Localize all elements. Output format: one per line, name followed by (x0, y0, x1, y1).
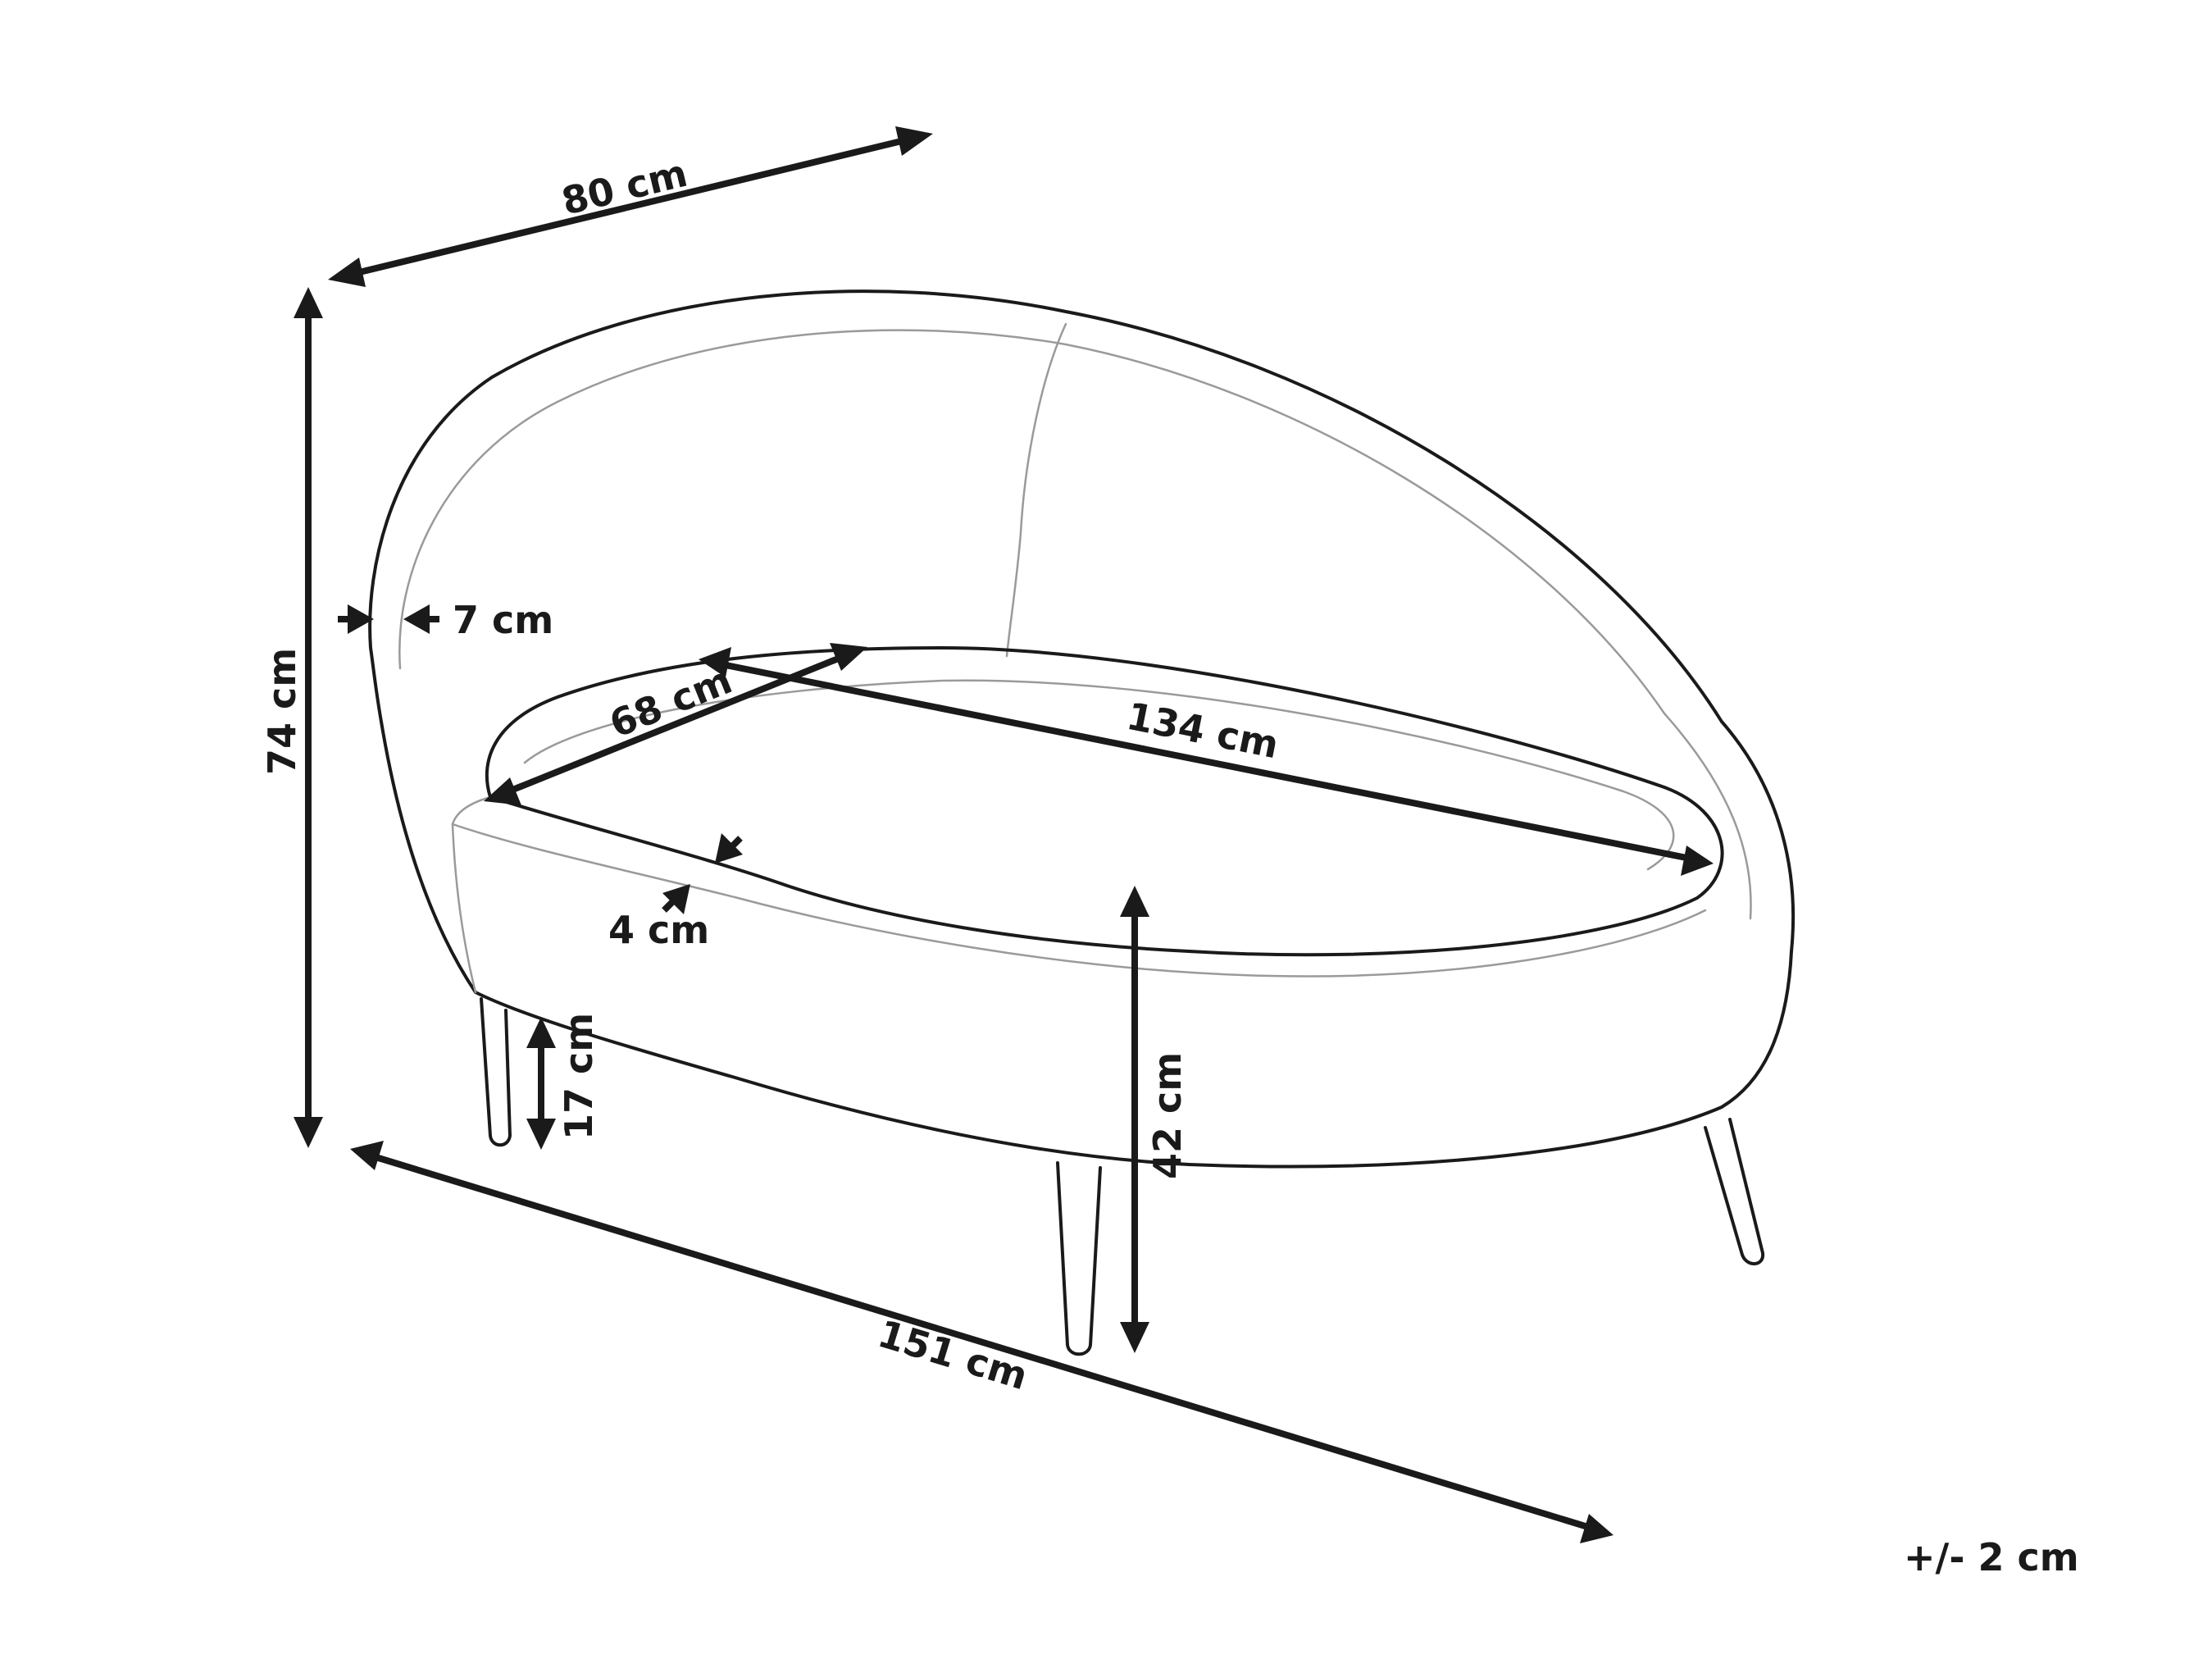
base-left-curve (451, 795, 492, 826)
label-width: 151 cm (873, 1311, 1033, 1398)
seat-cushion (485, 646, 1724, 957)
dim-seat-height-arrow (1120, 886, 1149, 1353)
leg-back-right (1704, 1118, 1765, 1265)
dim-back-thickness-arrows (338, 604, 439, 634)
base-side-seam (451, 823, 477, 994)
dim-seat-width-arrow (699, 647, 1714, 876)
label-seat-edge: 4 cm (608, 908, 709, 952)
label-seat-width: 134 cm (1123, 694, 1282, 768)
label-seat-height: 42 cm (1145, 1052, 1190, 1179)
dim-seat-edge-arrows (662, 833, 743, 914)
dim-depth-arrow (328, 126, 933, 287)
leg-front (1056, 1161, 1102, 1356)
dim-height-arrow (294, 287, 323, 1148)
sofa-outline (368, 289, 1796, 1169)
label-back-thickness: 7 cm (453, 598, 553, 642)
label-leg-height: 17 cm (557, 1013, 601, 1140)
dim-leg-height-arrow (526, 1017, 556, 1150)
label-seat-depth: 68 cm (603, 658, 738, 746)
seat-inner-seam (523, 679, 1675, 871)
label-depth: 80 cm (558, 151, 692, 224)
label-tolerance: +/- 2 cm (1904, 1535, 2079, 1579)
base-front-seam (451, 823, 1707, 978)
back-center-seam (1005, 322, 1067, 658)
backrest-inner-seam (398, 329, 1752, 920)
sofa-legs (480, 997, 1765, 1356)
dim-width-arrow (350, 1141, 1613, 1543)
label-height: 74 cm (260, 648, 304, 775)
backrest-outline (368, 289, 1796, 1169)
leg-back-left (480, 997, 512, 1147)
